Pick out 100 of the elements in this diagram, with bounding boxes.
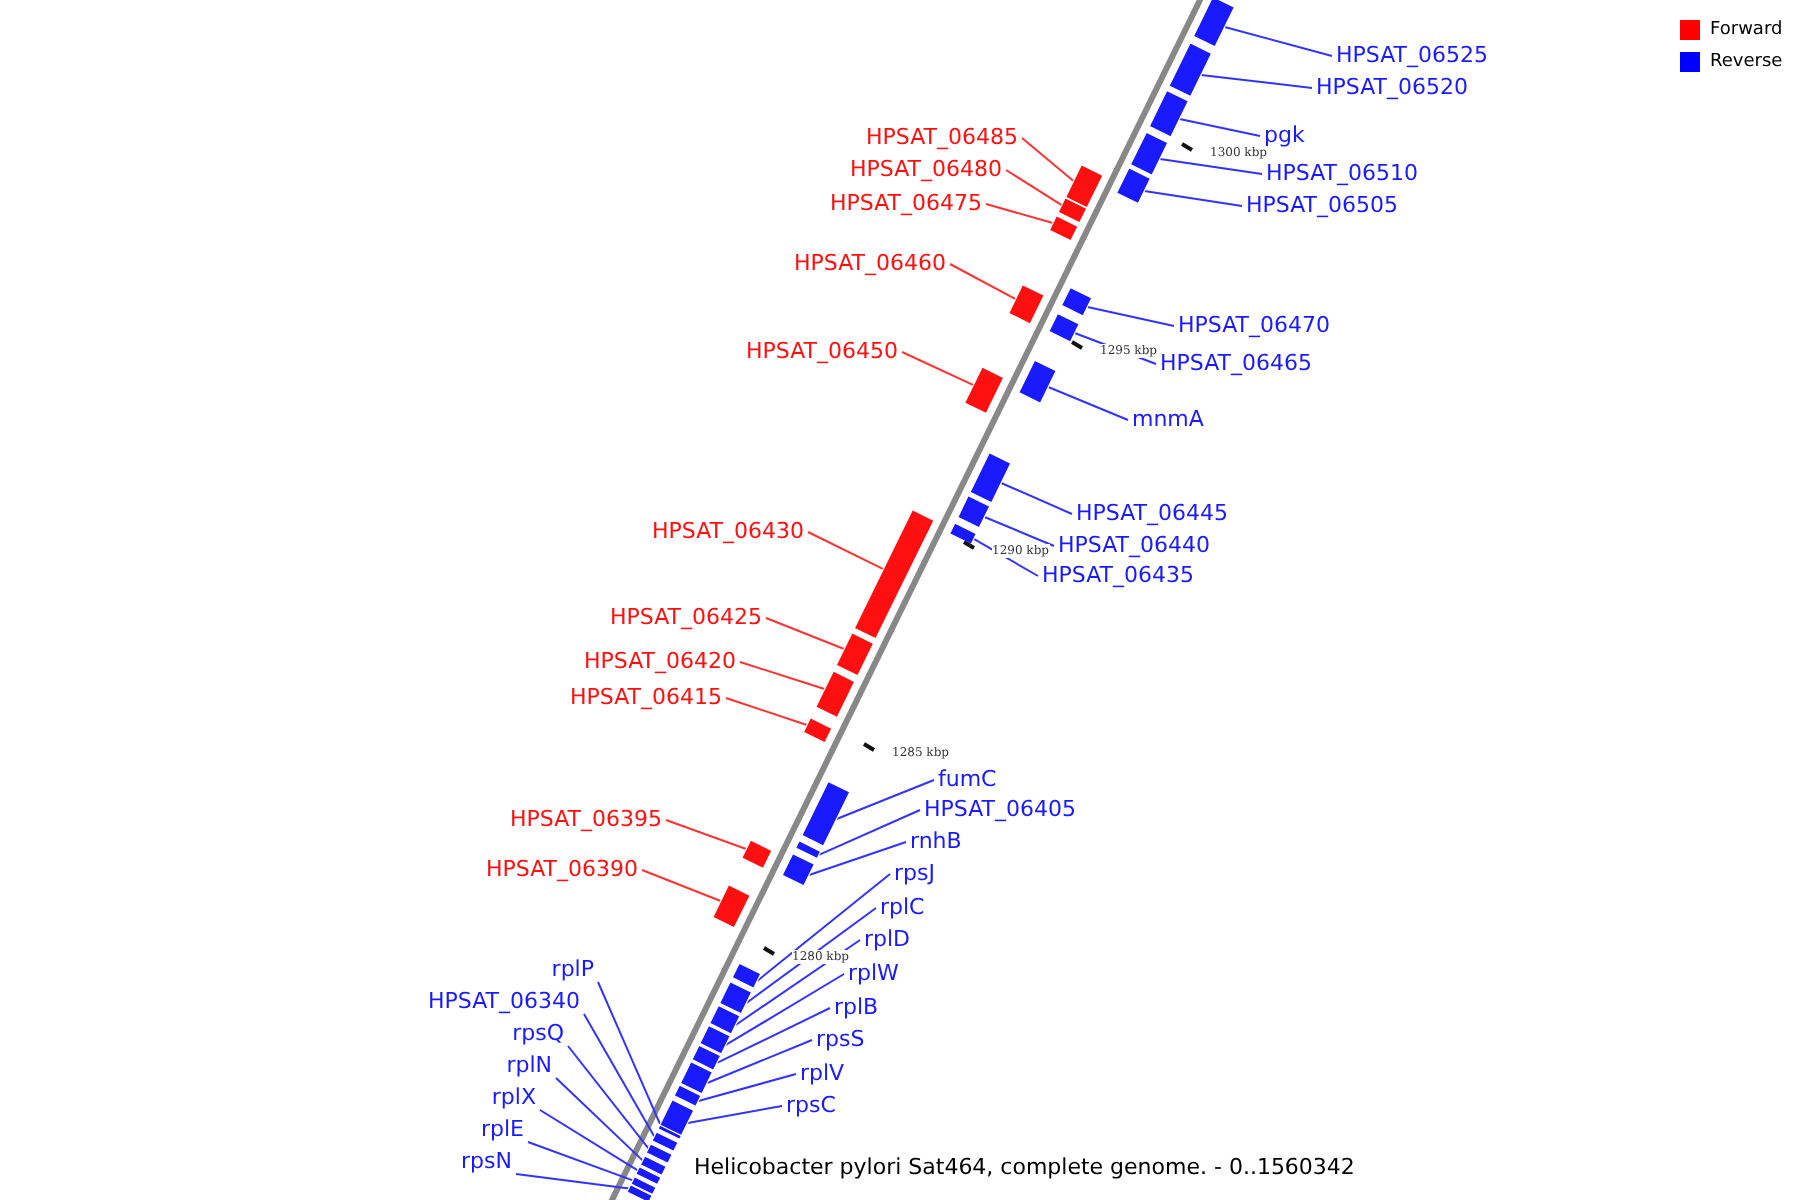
leader-line [716, 1007, 831, 1064]
leader-line [515, 1173, 630, 1190]
gene-label: rplW [848, 960, 899, 986]
leader-line [539, 1109, 639, 1172]
leader-line [1021, 137, 1075, 183]
gene-block [853, 509, 935, 640]
gene-label: rpsC [786, 1092, 836, 1118]
gene-block [1192, 0, 1236, 48]
gene-block [699, 1024, 731, 1055]
leader-line [724, 973, 845, 1046]
gene-block [708, 1004, 741, 1035]
gene-block [794, 840, 822, 860]
gene-label: rplP [551, 956, 594, 982]
gene-label: rplD [864, 926, 911, 952]
leader-line [985, 203, 1054, 225]
leader-line [901, 351, 975, 387]
leader-line [807, 531, 885, 571]
gene-label: rplN [506, 1052, 552, 1078]
gene-label: mnmA [1132, 406, 1204, 432]
leader-line [1086, 305, 1175, 327]
gene-block [673, 1084, 702, 1108]
leader-line [983, 515, 1055, 547]
gene-label: rnhB [910, 828, 962, 854]
gene-label: rpsS [816, 1026, 865, 1052]
gene-block [1148, 89, 1190, 138]
gene-label: HPSAT_06425 [610, 604, 762, 630]
gene-label: rplE [480, 1116, 524, 1142]
leader-line [706, 1039, 813, 1084]
gene-block [1129, 131, 1169, 176]
gene-block [741, 839, 773, 870]
gene-label: HPSAT_06470 [1178, 312, 1330, 338]
gene-block [1057, 197, 1088, 224]
leader-line [1000, 481, 1073, 515]
gene-block [731, 962, 762, 989]
leader-line [745, 907, 877, 1004]
leader-line [1158, 157, 1263, 175]
gene-label: rplV [800, 1060, 845, 1086]
gene-label: HPSAT_06415 [570, 684, 722, 710]
leader-line [1178, 117, 1261, 137]
leader-line [756, 873, 891, 982]
leader-line [1223, 25, 1333, 57]
gene-label: HPSAT_06340 [428, 988, 580, 1014]
gene-label: HPSAT_06485 [866, 124, 1018, 150]
gene-label: HPSAT_06450 [746, 338, 898, 364]
leader-line [817, 809, 921, 856]
gene-label: HPSAT_06390 [486, 856, 638, 882]
gene-block [718, 980, 753, 1015]
leader-line [1200, 73, 1313, 89]
gene-label: pgk [1264, 122, 1305, 148]
gene-label: HPSAT_06475 [830, 190, 982, 216]
leader-line [1005, 169, 1063, 207]
gene-label: HPSAT_06420 [584, 648, 736, 674]
gene-block [691, 1044, 722, 1071]
gene-block [679, 1060, 714, 1095]
leader-line [567, 1045, 650, 1150]
gene-label: HPSAT_06525 [1336, 42, 1488, 68]
legend-label: Forward [1710, 18, 1783, 44]
gene-block [957, 494, 991, 529]
leader-line [527, 1141, 634, 1182]
gene-label: HPSAT_06505 [1246, 192, 1398, 218]
gene-block [801, 780, 851, 847]
gene-block [1060, 286, 1093, 317]
gene-block [948, 522, 978, 546]
gene-block [969, 451, 1012, 504]
gene-block [1048, 312, 1080, 343]
gene-label: HPSAT_06480 [850, 156, 1002, 182]
gene-label: HPSAT_06435 [1042, 562, 1194, 588]
leader-line [686, 1105, 783, 1124]
gene-label: fumC [938, 766, 997, 792]
gene-label: rplC [880, 894, 925, 920]
gene-block [712, 884, 751, 929]
gene-block [626, 1184, 653, 1200]
gene-block [645, 1143, 673, 1165]
leader-line [1143, 189, 1243, 207]
gene-label: rpsQ [512, 1020, 564, 1046]
gene-block [635, 1166, 662, 1186]
gene-block [1115, 167, 1152, 205]
gene-block [835, 632, 875, 677]
caption: Helicobacter pylori Sat464, complete genome. - 0..1560342 [692, 1154, 1357, 1180]
gene-label: rpsN [461, 1148, 512, 1174]
gene-label: HPSAT_06510 [1266, 160, 1418, 186]
gene-label: HPSAT_06460 [794, 250, 946, 276]
leader-line [739, 661, 826, 691]
gene-block [1168, 42, 1213, 98]
gene-label: HPSAT_06395 [510, 806, 662, 832]
leader-line [665, 819, 748, 851]
gene-block [1048, 215, 1079, 242]
gene-block [963, 366, 1005, 415]
leader-line [725, 697, 808, 727]
gene-block [639, 1155, 667, 1177]
gene-label: HPSAT_06445 [1076, 500, 1228, 526]
leader-line [835, 779, 935, 820]
leader-line [555, 1077, 644, 1162]
leader-line [765, 617, 846, 651]
gene-label: HPSAT_06405 [924, 796, 1076, 822]
gene-block [630, 1176, 657, 1196]
gene-label: rplB [834, 994, 879, 1020]
leader-line [583, 1013, 656, 1138]
gene-label: rplX [491, 1084, 536, 1110]
gene-label: HPSAT_06430 [652, 518, 804, 544]
